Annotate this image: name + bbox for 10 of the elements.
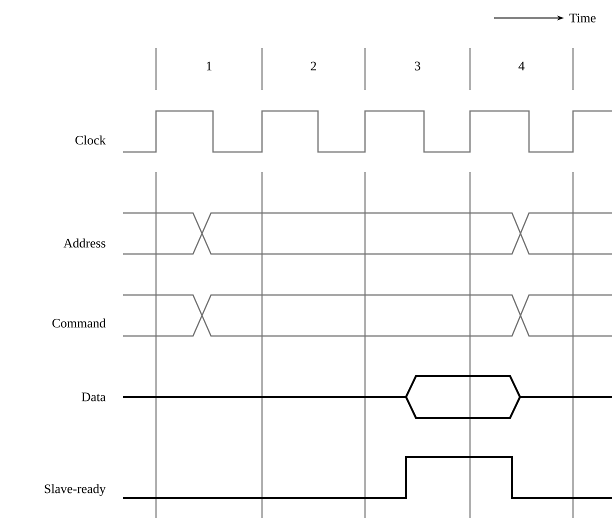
signal-label: Data [82, 392, 106, 402]
cycle-number: 2 [310, 62, 316, 70]
signal-label: Address [63, 238, 106, 248]
cycle-number: 4 [518, 62, 525, 70]
cycle-number: 3 [414, 62, 420, 70]
signal-label: Slave-ready [44, 484, 106, 496]
axis-label: Time [569, 14, 596, 22]
cycle-number: 1 [206, 62, 212, 70]
signal-label: Clock [75, 135, 106, 145]
signal-label: Command [52, 318, 106, 328]
